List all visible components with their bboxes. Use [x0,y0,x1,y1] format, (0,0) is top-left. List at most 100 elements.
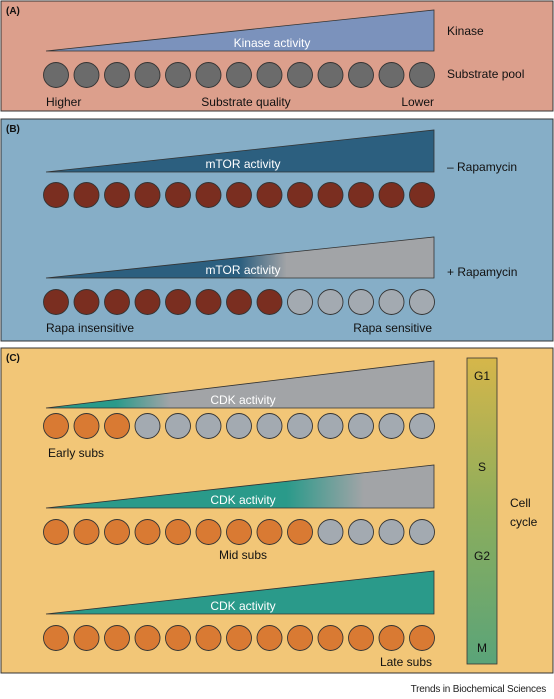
early-subs-caption: Early subs [48,446,104,460]
lower-caption: Lower [401,95,434,109]
substrate-circle-brown [104,182,130,208]
panel-b-label: (B) [6,124,20,135]
substrate-circle-orange [73,413,100,439]
substrate-circle-orange [195,519,222,545]
substrate-circle-brown [165,182,191,208]
substrate-circle-orange [165,625,191,651]
cell-cycle-label-line1: Cell [510,496,531,510]
substrate-circle-brown [226,182,252,208]
rapa-insensitive-caption: Rapa insensitive [46,321,134,335]
substrate-quality-caption: Substrate quality [201,95,290,109]
substrate-circle-brown [134,182,161,208]
cdk-activity-wedge-mid [45,464,435,509]
substrate-pool-row [43,62,435,88]
mtor-activity-wedge-plus-rapamycin [45,236,435,279]
substrate-circle-orange [409,625,435,651]
substrate-circle-orange [104,413,130,439]
kinase-label: Kinase [447,24,484,38]
substrate-circle-light [348,413,374,439]
substrate-row-early [43,413,435,439]
substrate-circle-orange [134,625,161,651]
substrate-row-mid [43,519,435,545]
substrate-circle-grey [226,62,252,88]
phase-s: S [478,460,486,474]
higher-caption: Higher [46,95,81,109]
substrate-circle-brown [73,182,100,208]
mtor-activity-text-2: mTOR activity [205,263,280,277]
substrate-circle-orange [165,519,191,545]
substrate-circle-grey [256,62,283,88]
substrate-circle-orange [43,413,69,439]
substrate-circle-orange [317,625,344,651]
substrate-circle-light [317,519,344,545]
substrate-circle-light [226,413,252,439]
substrate-circle-light [165,413,191,439]
substrate-circle-light [378,413,405,439]
substrate-circle-grey [409,62,435,88]
substrate-circle-brown [409,182,435,208]
cdk-activity-wedge-early [45,360,435,409]
cdk-activity-text-mid: CDK activity [210,493,275,507]
substrate-circle-orange [73,519,100,545]
phase-g2: G2 [474,549,490,563]
kinase-activity-text: Kinase activity [234,36,311,50]
substrate-row-late [43,625,435,651]
phase-m: M [477,641,487,655]
cdk-activity-text-early: CDK activity [210,393,275,407]
substrate-circle-grey [287,62,313,88]
cdk-activity-wedge-late [45,570,435,615]
panel-a-label: (A) [6,6,20,17]
substrate-circle-brown [317,182,344,208]
substrate-circle-brown [134,289,161,315]
cell-cycle-label-line2: cycle [510,515,538,529]
substrate-circle-grey [317,62,344,88]
substrate-circle-brown [256,289,283,315]
substrate-circle-grey [378,62,405,88]
substrate-circle-orange [256,625,283,651]
substrate-circle-orange [287,625,313,651]
mtor-activity-text-1: mTOR activity [205,157,280,171]
rapa-sensitive-caption: Rapa sensitive [353,321,432,335]
substrate-circle-orange [287,519,313,545]
substrate-circle-light [409,519,435,545]
substrate-circle-grey [104,62,130,88]
substrate-circle-orange [104,625,130,651]
substrate-circle-light [195,413,222,439]
mtor-activity-wedge-minus-rapamycin [45,129,435,173]
phase-g1: G1 [474,369,490,383]
substrate-circle-grey [195,62,222,88]
substrate-circle-brown [165,289,191,315]
substrate-circle-orange [73,625,100,651]
substrate-circle-orange [226,625,252,651]
substrate-circle-grey [348,62,374,88]
substrate-circle-orange [104,519,130,545]
substrate-circle-orange [134,519,161,545]
panel-a-background [0,0,554,112]
substrate-circle-light [348,289,374,315]
substrate-circle-brown [256,182,283,208]
late-subs-caption: Late subs [380,655,432,669]
substrate-circle-light [134,413,161,439]
substrate-circle-brown [104,289,130,315]
substrate-circle-brown [43,289,69,315]
substrate-circle-light [348,519,374,545]
substrate-circle-grey [73,62,100,88]
substrate-circle-brown [226,289,252,315]
minus-rapamycin-label: – Rapamycin [447,160,517,174]
substrate-row-minus-rapamycin [43,182,435,208]
substrate-circle-brown [287,182,313,208]
panel-c-label: (C) [6,353,20,364]
substrate-circle-light [317,413,344,439]
substrate-circle-grey [134,62,161,88]
substrate-circle-orange [195,625,222,651]
substrate-circle-light [378,519,405,545]
mid-subs-caption: Mid subs [219,548,267,562]
substrate-circle-brown [195,289,222,315]
substrate-circle-light [287,413,313,439]
substrate-circle-brown [195,182,222,208]
substrate-circle-light [256,413,283,439]
substrate-circle-brown [348,182,374,208]
substrate-circle-orange [378,625,405,651]
substrate-circle-brown [73,289,100,315]
substrate-circle-light [378,289,405,315]
